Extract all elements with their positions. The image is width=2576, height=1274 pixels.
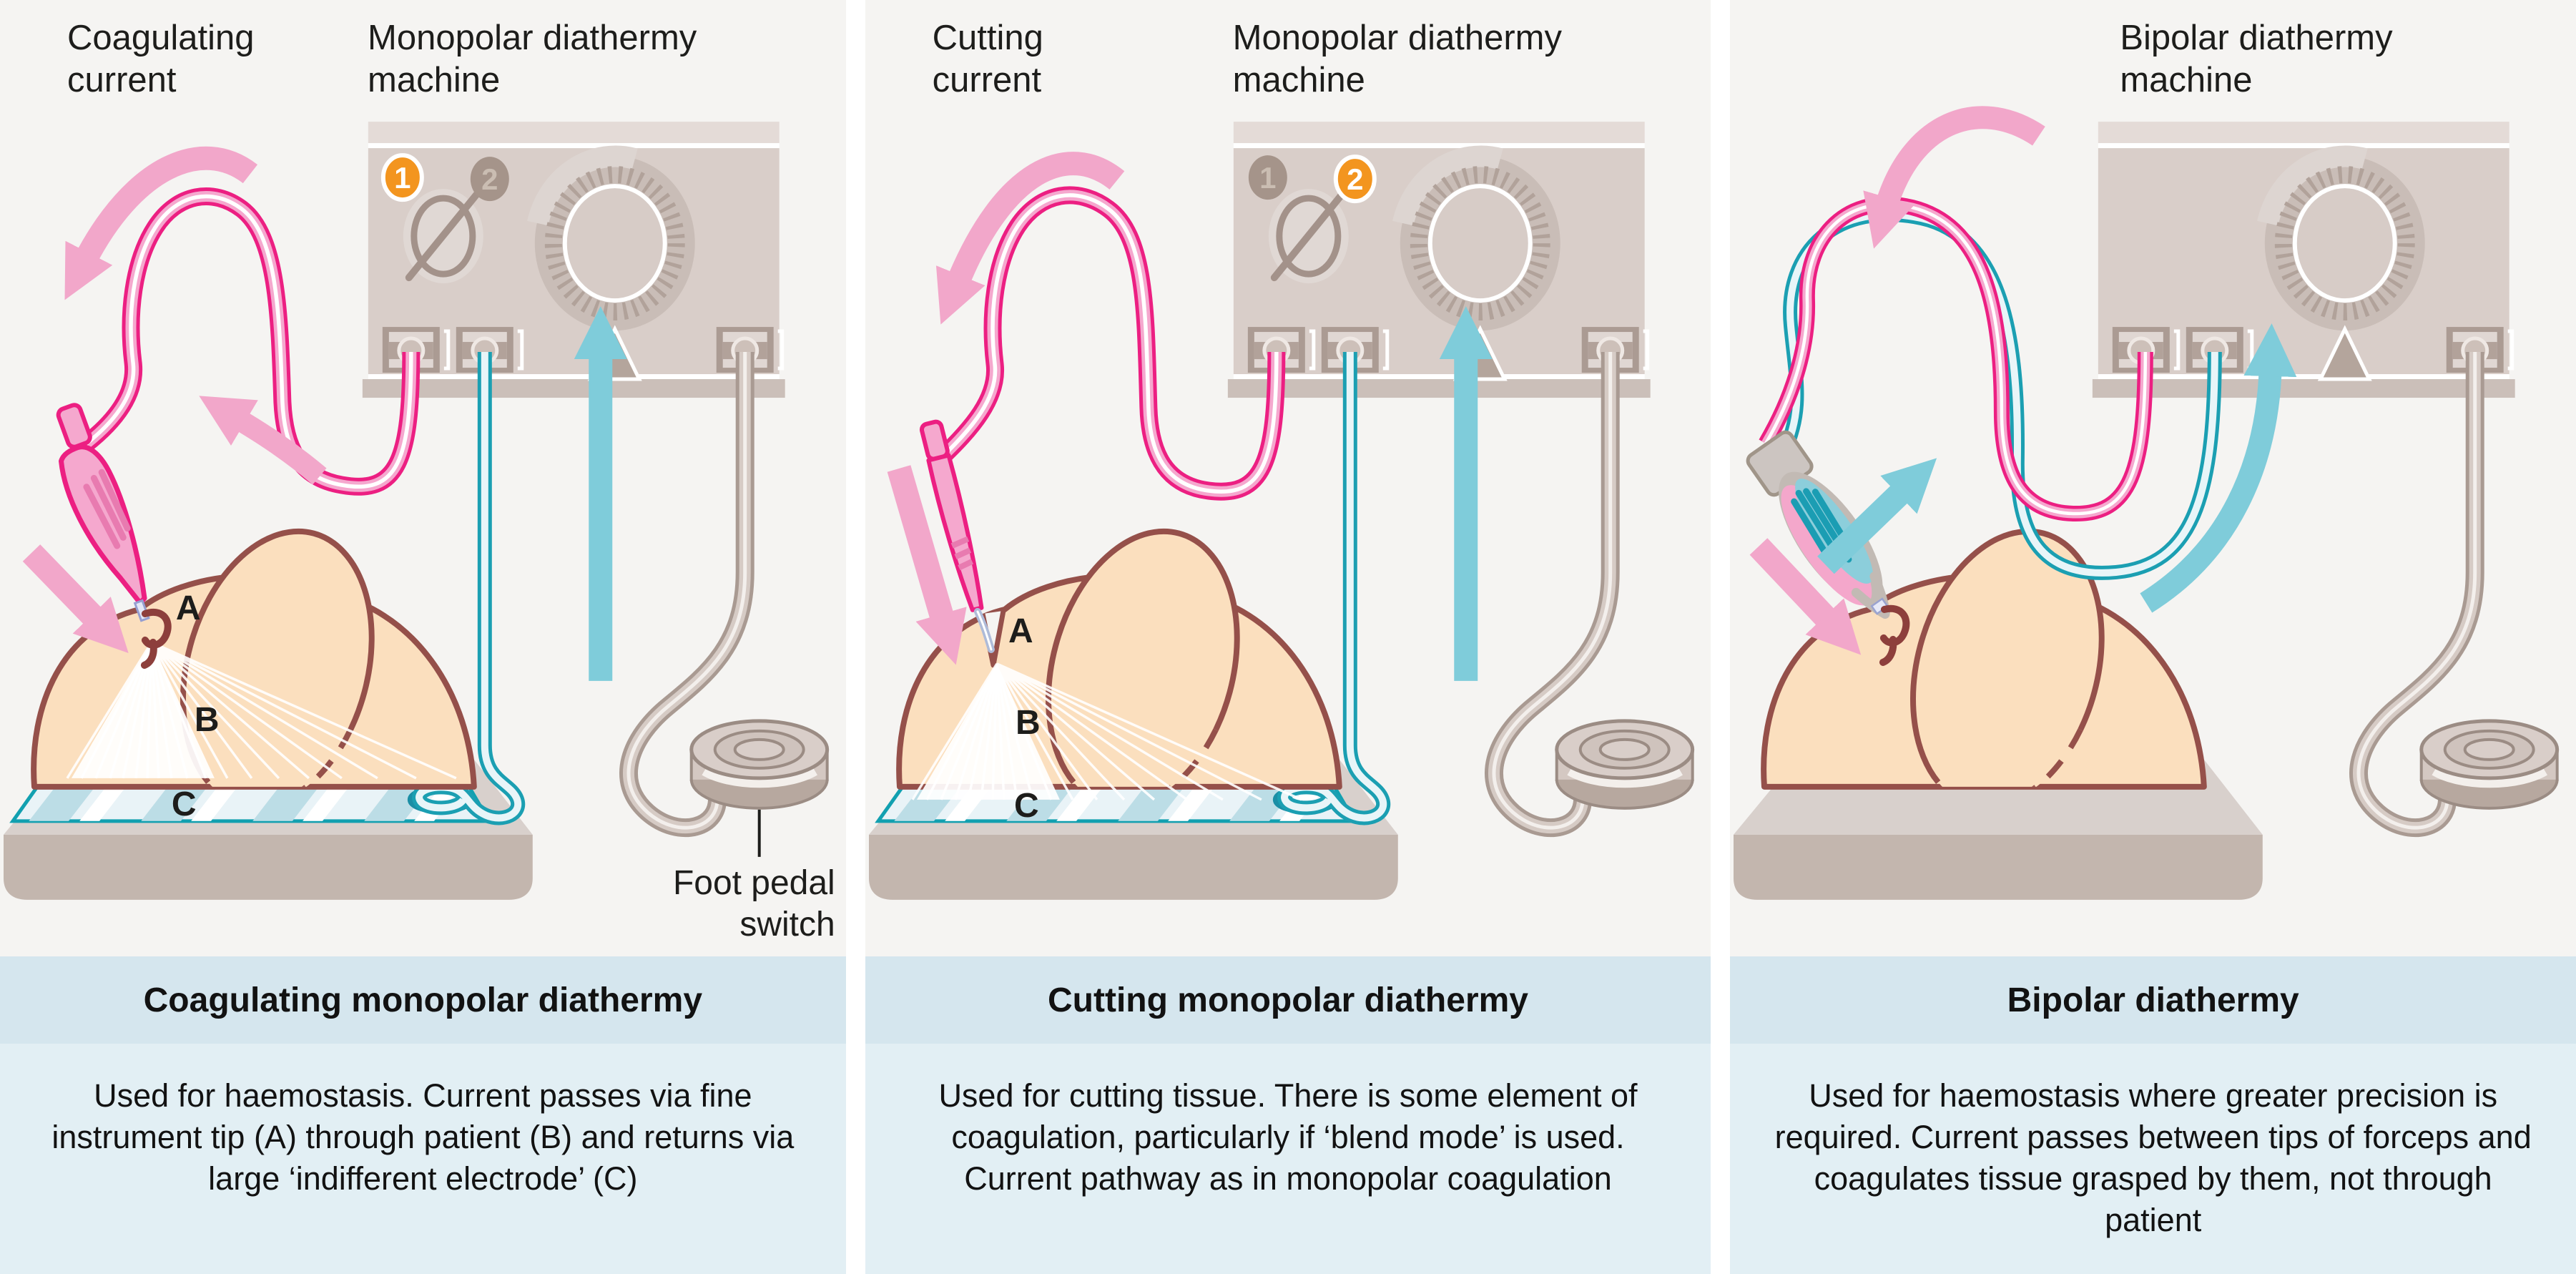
foot-pedal-switch xyxy=(629,352,827,828)
bipolar-machine xyxy=(2093,122,2515,398)
panel-title: Cutting monopolar diathermy xyxy=(1048,981,1528,1019)
mode-button-2-active: 2 xyxy=(1333,155,1377,204)
return-current-arrow-curved xyxy=(2140,323,2297,613)
point-label-a: A xyxy=(1008,612,1033,650)
bipolar-forceps xyxy=(1746,430,1891,619)
illustration-cutting: Cutting current Monopolar diathermy mach… xyxy=(865,0,1711,956)
title-band-coagulating: Coagulating monopolar diathermy xyxy=(0,956,846,1044)
mode-selector-knob xyxy=(1269,189,1349,283)
foot-pedal-switch xyxy=(1494,352,1693,828)
current-flow-arrow-outward xyxy=(1863,106,2046,249)
current-flow-arrow-to-forceps xyxy=(1749,538,1862,655)
title-band-bipolar: Bipolar diathermy xyxy=(1730,956,2576,1044)
mode-button-2-inactive: 2 xyxy=(470,157,509,202)
description-band-cutting: Used for cutting tissue. There is some e… xyxy=(865,1044,1711,1274)
svg-text:1: 1 xyxy=(1259,161,1276,195)
current-flow-arrow-to-patient xyxy=(887,465,967,665)
grasped-tissue-vessel xyxy=(1879,604,1910,666)
label-monopolar-machine: Monopolar diathermy machine xyxy=(368,19,697,99)
panel-description: Used for cutting tissue. There is some e… xyxy=(938,1077,1638,1197)
foot-pedal-label-line2: switch xyxy=(739,906,835,944)
point-label-c: C xyxy=(1014,787,1039,825)
svg-text:2: 2 xyxy=(1347,162,1363,196)
title-band-cutting: Cutting monopolar diathermy xyxy=(865,956,1711,1044)
illustration-coagulating: Coagulating current Monopolar diathermy … xyxy=(0,0,846,956)
handpiece-bands xyxy=(950,536,973,571)
active-cable-pink xyxy=(1759,196,2154,521)
description-band-bipolar: Used for haemostasis where greater preci… xyxy=(1730,1044,2576,1274)
panel-bipolar: Bipolar diathermy machine xyxy=(1730,0,2576,1274)
panel-description: Used for haemostasis where greater preci… xyxy=(1774,1077,2532,1238)
current-flow-arrow-outward xyxy=(935,152,1124,325)
point-label-c: C xyxy=(172,785,197,823)
active-cable-pink xyxy=(933,186,1286,501)
forceps-grip-lines xyxy=(1791,488,1856,564)
mode-selector-knob xyxy=(403,189,483,283)
illustration-bipolar: Bipolar diathermy machine xyxy=(1730,0,2576,956)
point-label-b: B xyxy=(195,701,220,739)
label-bipolar-machine: Bipolar diathermy machine xyxy=(2120,19,2393,99)
svg-text:1: 1 xyxy=(394,161,411,195)
cutting-handpiece xyxy=(919,419,984,612)
panel-cutting-monopolar: Cutting current Monopolar diathermy mach… xyxy=(865,0,1711,1274)
panel-coagulating-monopolar: Coagulating current Monopolar diathermy … xyxy=(0,0,846,1274)
tissue-vessel xyxy=(140,608,172,669)
point-label-a: A xyxy=(176,589,201,627)
panel-description: Used for haemostasis. Current passes via… xyxy=(51,1077,795,1197)
svg-text:2: 2 xyxy=(481,162,498,196)
foot-pedal-label-line1: Foot pedal xyxy=(673,864,835,902)
panel-title: Coagulating monopolar diathermy xyxy=(143,981,703,1019)
return-cable-teal xyxy=(1775,207,2223,580)
handpiece-grip-ridges xyxy=(83,469,131,549)
return-current-arrow-from-forceps xyxy=(1817,458,1937,574)
active-cable-pink xyxy=(77,187,421,496)
current-flow-arrow-to-patient xyxy=(22,544,129,654)
label-monopolar-machine: Monopolar diathermy machine xyxy=(1232,19,1562,99)
label-cutting-current: Cutting current xyxy=(932,19,1043,99)
foot-pedal-switch xyxy=(2359,352,2557,828)
patient xyxy=(34,510,474,828)
mode-button-1-inactive: 1 xyxy=(1248,155,1287,200)
current-flow-arrow-outward xyxy=(64,146,258,300)
description-band-coagulating: Used for haemostasis. Current passes via… xyxy=(0,1044,846,1274)
current-flow-arrow-mid xyxy=(199,396,327,485)
point-label-b: B xyxy=(1016,704,1041,742)
mode-button-1-active: 1 xyxy=(380,153,424,202)
panel-title: Bipolar diathermy xyxy=(2007,981,2299,1019)
label-coagulating-current: Coagulating current xyxy=(67,19,255,99)
